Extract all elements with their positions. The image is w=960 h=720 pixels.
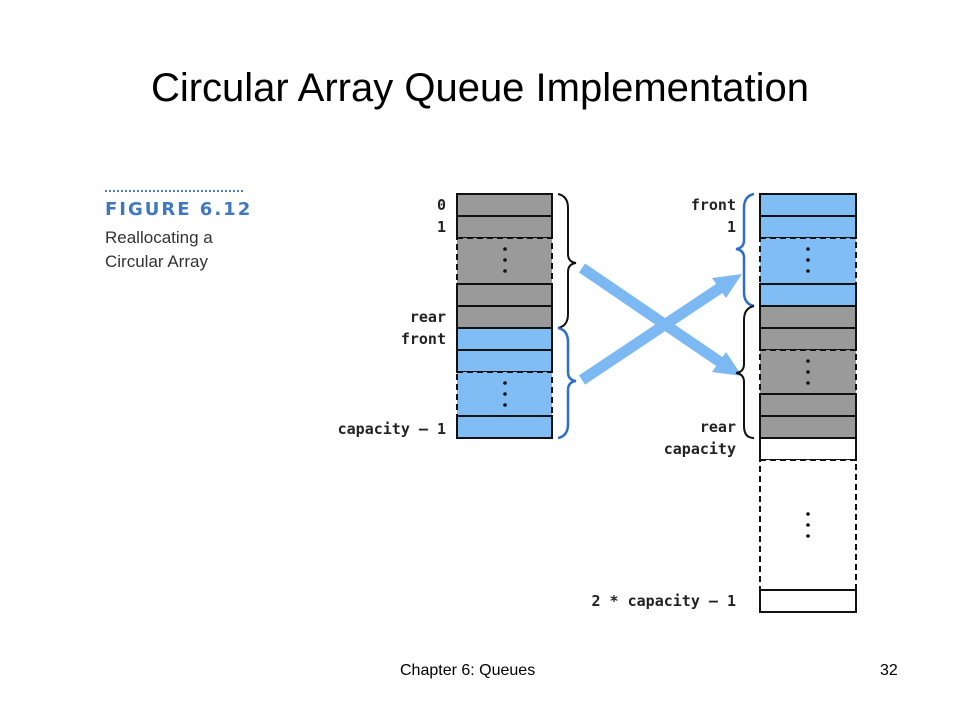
- figure-divider: [105, 190, 243, 192]
- right-label-front: front: [691, 196, 736, 214]
- left-cell-1: [456, 215, 553, 239]
- right-cell-front: [759, 193, 857, 217]
- left-label-last: capacity – 1: [338, 420, 446, 438]
- arrow-to-bottom-head: [712, 352, 742, 376]
- left-label-index0: 0: [437, 196, 446, 214]
- right-label-last: 2 * capacity – 1: [592, 592, 737, 610]
- right-cell-gray-1: [759, 305, 857, 329]
- right-cell-1: [759, 215, 857, 239]
- right-cell-gray-2: [759, 327, 857, 351]
- footer-chapter: Chapter 6: Queues: [400, 662, 536, 679]
- left-label-index1: 1: [437, 218, 446, 236]
- right-cell-capacity: [759, 437, 857, 461]
- left-label-rear: rear: [410, 308, 446, 326]
- right-cell-rear: [759, 415, 857, 439]
- left-brace-bottom: [557, 326, 577, 440]
- right-ellipsis-dots: [806, 247, 810, 538]
- left-brace-top: [557, 193, 577, 329]
- right-cell-blue-end: [759, 283, 857, 307]
- figure-label: FIGURE 6.12: [105, 199, 253, 220]
- right-cell-last: [759, 589, 857, 613]
- left-cell-rear: [456, 305, 553, 329]
- right-array: [759, 193, 857, 613]
- crossing-arrows: [578, 263, 742, 385]
- left-ellipsis-dots: [503, 247, 507, 407]
- left-label-front: front: [401, 330, 446, 348]
- left-cell-last: [456, 415, 553, 439]
- right-brace-top: [735, 192, 755, 308]
- slide-title: Circular Array Queue Implementation: [150, 66, 810, 110]
- left-cell-0: [456, 193, 553, 217]
- right-brace-bottom: [735, 305, 755, 439]
- right-label-rear: rear: [700, 418, 736, 436]
- arrow-to-bottom: [578, 263, 724, 367]
- figure-caption: Reallocating a Circular Array: [105, 228, 213, 271]
- left-cell-front: [456, 327, 553, 351]
- right-label-capacity: capacity: [664, 440, 736, 458]
- right-label-index1: 1: [727, 218, 736, 236]
- right-cell-gray-3: [759, 393, 857, 417]
- left-cell-front-next: [456, 349, 553, 373]
- footer-page-number: 32: [880, 662, 898, 679]
- left-array: [456, 193, 553, 439]
- arrow-to-top: [578, 283, 724, 385]
- arrow-to-top-head: [712, 274, 742, 298]
- left-cell-pre-rear: [456, 283, 553, 307]
